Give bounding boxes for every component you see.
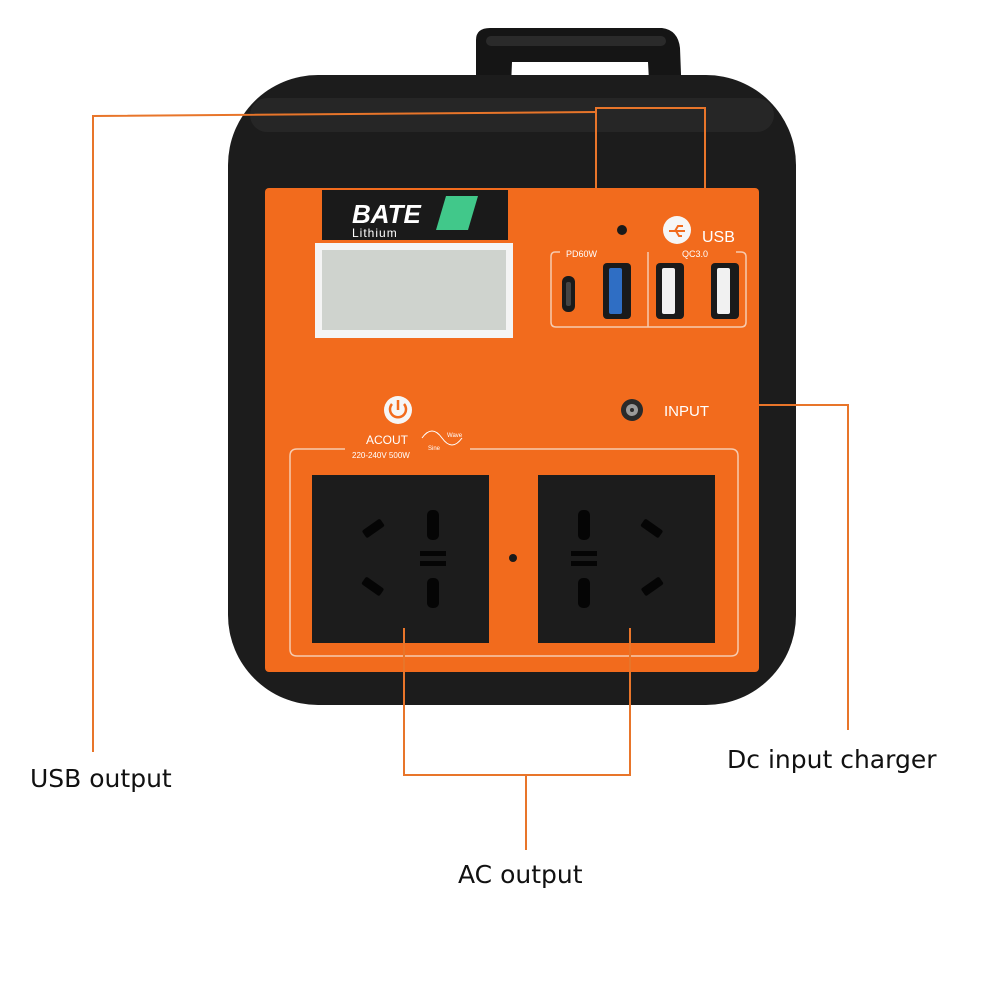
usb-c-port (562, 276, 575, 312)
pd-label: PD60W (566, 249, 598, 259)
wave-label: Wave (447, 433, 463, 439)
brand-name: BATE (352, 199, 422, 229)
usb-a-port-white (656, 263, 684, 319)
brand-logo (322, 190, 508, 240)
ac-out-label: ACOUT (366, 433, 409, 447)
ac-socket (312, 475, 489, 643)
callout-leaders (92, 107, 849, 850)
sine-label: Sine (428, 446, 441, 452)
lcd-display (315, 243, 513, 338)
usb-a-port-blue (603, 263, 631, 319)
input-label: INPUT (664, 403, 709, 420)
indicator-led (617, 225, 627, 235)
power-button (384, 396, 412, 424)
ac-socket (538, 475, 715, 643)
qc-label: QC3.0 (682, 249, 708, 259)
ac-output-callout: AC output (458, 860, 583, 889)
usb-label: USB (702, 229, 735, 246)
carry-handle (476, 28, 682, 112)
socket-led (509, 554, 517, 562)
sine-wave-icon (421, 430, 463, 446)
brand-subtitle: Lithium (352, 226, 398, 240)
usb-output-callout: USB output (30, 764, 172, 793)
usb-a-port-white (711, 263, 739, 319)
dc-input-callout: Dc input charger (727, 745, 937, 774)
ac-rating: 220-240V 500W (352, 451, 410, 460)
dc-input-port (621, 399, 643, 421)
